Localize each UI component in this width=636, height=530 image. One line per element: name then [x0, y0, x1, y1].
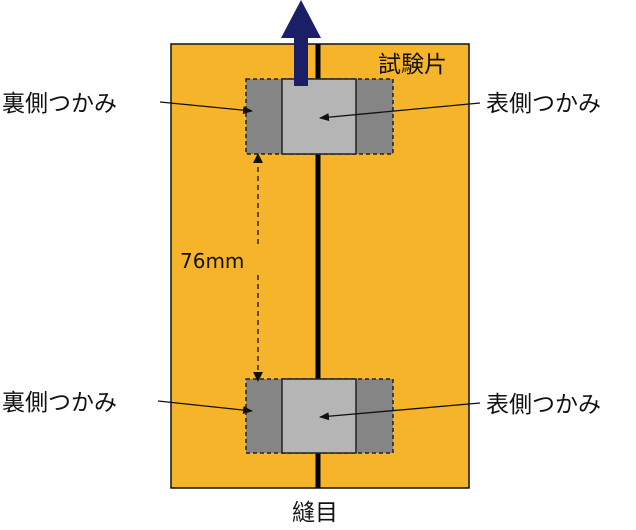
front-grip-top [281, 78, 357, 155]
front-grip-bottom-label: 表側つかみ [486, 392, 601, 418]
pointer-back-grip-bottom [157, 400, 253, 415]
front-grip-top-label: 表側つかみ [486, 91, 601, 117]
pull-arrow [281, 0, 321, 86]
pointer-back-grip-top [159, 101, 253, 115]
specimen-label: 試験片 [378, 52, 447, 78]
back-grip-bottom-label: 裏側つかみ [2, 390, 117, 416]
back-grip-top-label: 裏側つかみ [2, 91, 117, 117]
pointer-front-grip-bottom [319, 402, 481, 421]
distance-label: 76mm [180, 249, 244, 273]
pointer-front-grip-top [319, 102, 481, 122]
seam-label: 縫目 [292, 500, 338, 526]
front-grip-bottom [281, 378, 357, 454]
